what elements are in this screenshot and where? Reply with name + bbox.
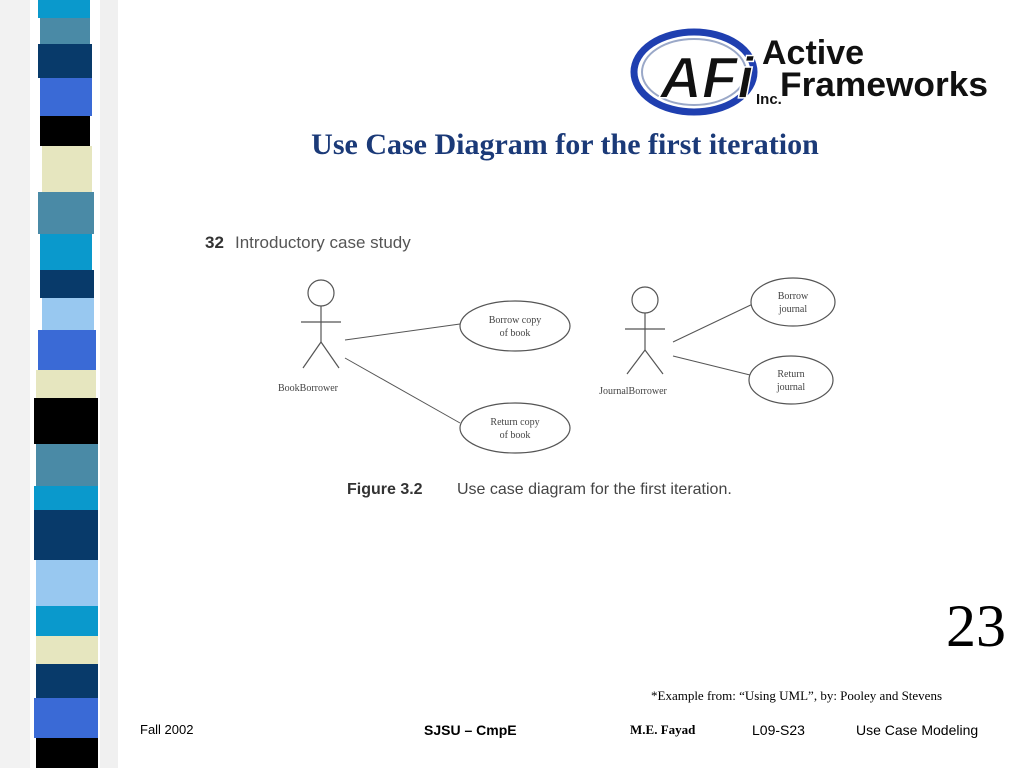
use-case-diagram-figure: 32 Introductory case study BookBorrower …: [205, 233, 836, 498]
figure-caption-label: Figure 3.2: [347, 481, 423, 498]
actor-head: [307, 279, 335, 307]
svg-text:journal: journal: [778, 304, 808, 315]
association-line: [672, 301, 758, 343]
logo-word-active: Active: [762, 34, 864, 72]
use-case-return-journal: Return journal: [748, 355, 834, 405]
stripe-block: [40, 18, 90, 44]
stripe-block: [34, 486, 98, 510]
decorative-stripe-band: [0, 0, 130, 768]
svg-text:Borrow: Borrow: [778, 291, 809, 302]
stripe-block: [40, 234, 92, 270]
stripe-block: [34, 698, 98, 738]
stripe-block: [40, 270, 94, 298]
actor-head: [631, 286, 659, 314]
figure-section-heading: Introductory case study: [235, 233, 411, 252]
footer-date: Fall 2002: [140, 722, 194, 737]
stripe-block: [40, 116, 90, 146]
logo-ring: [630, 28, 758, 116]
stripe-block: [38, 0, 90, 18]
stripe-block: [36, 664, 98, 698]
use-case-borrow-journal: Borrow journal: [750, 277, 836, 327]
source-note: *Example from: “Using UML”, by: Pooley a…: [651, 688, 943, 703]
footer-slide-code: L09-S23: [752, 722, 805, 738]
stripe-block: [36, 444, 98, 486]
active-frameworks-logo: AFi Active Frameworks Inc.: [630, 28, 988, 116]
stripe-block: [36, 606, 98, 636]
logo-inc: Inc.: [756, 91, 782, 108]
association-line: [344, 357, 461, 424]
use-case-borrow-copy-of-book: Borrow copy of book: [459, 300, 571, 352]
stripe-block: [36, 370, 96, 398]
stripe-block: [36, 738, 98, 768]
stripe-block: [34, 510, 98, 560]
stripe-block: [36, 636, 98, 664]
logo-monogram: AFi: [658, 46, 755, 111]
svg-text:Return copy: Return copy: [490, 417, 539, 428]
stripe-block: [42, 146, 92, 192]
footer-topic: Use Case Modeling: [856, 722, 979, 738]
svg-text:of book: of book: [500, 328, 531, 339]
stripe-block: [38, 44, 92, 78]
slide-title: Use Case Diagram for the first iteration: [311, 128, 819, 161]
footer-org: SJSU – CmpE: [424, 722, 517, 738]
stripe-block: [34, 398, 98, 444]
svg-text:journal: journal: [776, 382, 806, 393]
svg-text:Borrow copy: Borrow copy: [489, 315, 542, 326]
actor-label-bookborrower: BookBorrower: [278, 383, 339, 394]
actor-label-journalborrower: JournalBorrower: [599, 386, 667, 397]
figure-page-label: 32: [205, 233, 224, 252]
actor-bookborrower: [301, 279, 341, 369]
stripe-block: [36, 560, 98, 606]
stripe-block: [40, 78, 92, 116]
footer-author: M.E. Fayad: [630, 722, 696, 737]
svg-text:Return: Return: [777, 369, 804, 380]
logo-word-frameworks: Frameworks: [780, 66, 988, 104]
svg-text:of book: of book: [500, 430, 531, 441]
page-number: 23: [946, 593, 1006, 659]
stripe-block: [42, 298, 94, 330]
association-line: [344, 323, 461, 341]
figure-caption-text: Use case diagram for the first iteration…: [457, 481, 732, 498]
actor-journalborrower: [625, 286, 665, 375]
association-line: [672, 355, 751, 376]
stripe-block: [38, 330, 96, 370]
use-case-return-copy-of-book: Return copy of book: [459, 402, 571, 454]
stripe-block: [38, 192, 94, 234]
